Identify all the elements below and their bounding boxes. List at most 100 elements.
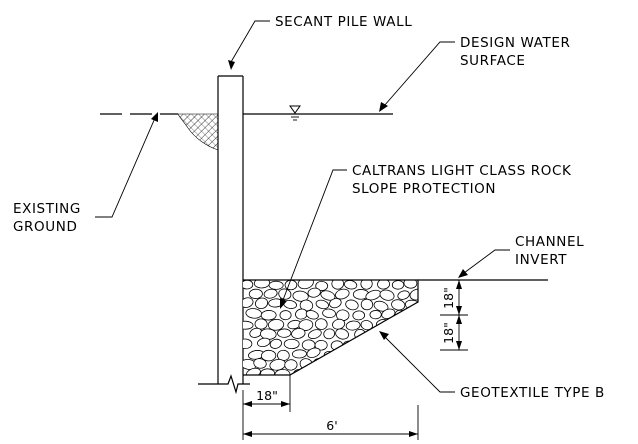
- rock-stone: [351, 369, 368, 375]
- rock-stone: [315, 318, 328, 330]
- rock-stone: [315, 280, 329, 291]
- rock-thickness-top-label: 18": [441, 287, 456, 309]
- channel-invert-label-line1: CHANNEL: [515, 234, 584, 250]
- rock-stone: [345, 320, 361, 331]
- rock-stone: [323, 328, 336, 340]
- rock-stone: [391, 280, 405, 290]
- rock-stone: [411, 308, 418, 320]
- rock-stone: [305, 310, 319, 320]
- rock-stone: [268, 280, 284, 290]
- rock-stone: [388, 317, 402, 330]
- rock-stone: [397, 290, 410, 300]
- rock-stone: [277, 328, 292, 338]
- rock-stone: [413, 328, 418, 338]
- rock-stone: [253, 358, 267, 369]
- rock-stone: [297, 280, 314, 290]
- rock-stone: [307, 329, 322, 339]
- rock-stone: [405, 337, 418, 350]
- rock-stone: [260, 368, 276, 375]
- existing-ground-hatch: [177, 113, 219, 151]
- rock-stone: [345, 299, 359, 311]
- rock-stone: [346, 359, 360, 371]
- bottom-dimensions: 18" 6': [242, 375, 419, 440]
- rock-thickness-dimension: 18" 18": [430, 279, 468, 351]
- design-water-label-line1: DESIGN WATER: [460, 35, 570, 51]
- rock-stone: [368, 347, 381, 358]
- rock-stone: [335, 328, 349, 340]
- rock-stone: [248, 288, 263, 299]
- rock-stone: [357, 339, 374, 349]
- rock-stone: [307, 287, 321, 298]
- geotextile-label: GEOTEXTILE TYPE B: [460, 385, 605, 401]
- rock-stone: [267, 318, 285, 331]
- rock-stone: [331, 358, 345, 370]
- rock-stone: [352, 310, 366, 321]
- rock-stone: [335, 350, 350, 361]
- rock-stone: [298, 319, 314, 331]
- rock-stone: [254, 297, 269, 309]
- rock-stone: [360, 280, 373, 290]
- rock-slope-protection: [243, 279, 419, 376]
- rock-thickness-bottom-label: 18": [441, 322, 456, 344]
- rock-stone: [335, 288, 350, 300]
- rock-stone: [243, 320, 254, 330]
- water-surface-line: [243, 105, 393, 121]
- rock-stone: [320, 290, 336, 301]
- rock-stone: [374, 337, 389, 349]
- rock-stone: [384, 367, 397, 375]
- secant-pile-wall: [198, 75, 250, 395]
- rock-stone: [391, 299, 406, 311]
- rock-stone: [398, 347, 411, 358]
- rock-stone: [360, 298, 374, 311]
- rock-stone: [292, 290, 309, 302]
- rock-stone: [389, 358, 404, 369]
- rock-stone: [388, 338, 403, 350]
- toe-width-label: 6': [326, 418, 337, 433]
- caltrans-label-line1: CALTRANS LIGHT CLASS ROCK: [352, 163, 572, 179]
- rock-stone: [261, 349, 277, 362]
- rock-stone: [379, 289, 395, 301]
- rock-stone: [263, 288, 278, 299]
- rock-stone: [284, 359, 298, 371]
- rock-stone: [284, 280, 298, 291]
- rock-stone: [343, 280, 358, 290]
- rock-stone: [342, 340, 359, 351]
- rock-stone: [306, 347, 321, 358]
- rock-stone: [369, 310, 382, 320]
- design-water-label-line2: SURFACE: [460, 53, 526, 69]
- rock-stone: [291, 349, 307, 359]
- water-level-symbol: [289, 105, 301, 114]
- rock-stone: [257, 337, 271, 348]
- rock-stone: [361, 358, 377, 370]
- rock-stone: [398, 371, 411, 375]
- rock-stone: [253, 280, 271, 289]
- rock-stone: [279, 310, 292, 321]
- rock-stone: [243, 297, 254, 308]
- rock-stone: [377, 280, 391, 290]
- rock-stone: [283, 338, 300, 350]
- rock-stone: [411, 347, 418, 359]
- rock-stone: [260, 310, 277, 321]
- rock-stone: [394, 309, 409, 321]
- rock-stone: [335, 369, 350, 375]
- existing-ground-label-line2: GROUND: [13, 219, 77, 235]
- rock-stone: [351, 347, 364, 360]
- rock-stone: [269, 338, 282, 349]
- rock-stone: [292, 369, 306, 375]
- channel-invert-label-line2: INVERT: [515, 252, 567, 268]
- existing-ground-label-line1: EXISTING: [13, 201, 81, 217]
- rock-stone: [243, 338, 253, 350]
- rock-stone: [321, 368, 338, 375]
- rock-stone: [377, 360, 390, 371]
- rock-stone: [314, 339, 328, 351]
- rock-stone: [331, 280, 345, 290]
- rock-stone: [291, 328, 306, 339]
- rock-stone: [369, 368, 382, 375]
- rock-stone: [395, 331, 411, 341]
- rock-stone: [329, 298, 342, 309]
- secant-pile-wall-label: SECANT PILE WALL: [275, 14, 412, 30]
- rock-stone: [245, 308, 263, 319]
- rock-stone: [254, 318, 268, 330]
